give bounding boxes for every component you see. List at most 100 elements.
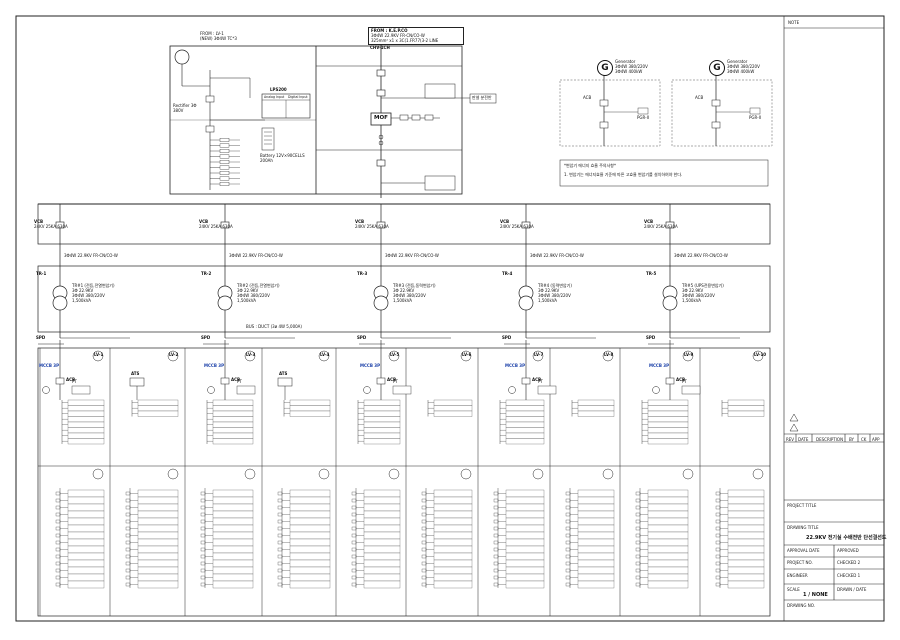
transformer-secondary-1: [52, 295, 68, 311]
notice-body: 1. 변압기는 에너지효율 기준에 따른 고효율 변압기를 설치하여야 한다.: [564, 172, 683, 177]
acb-label-2: ACB: [231, 377, 241, 382]
mccb-label-3: MCCB 3P: [360, 363, 381, 368]
transformer-secondary-5: [662, 295, 678, 311]
generator-2-acb: ACB: [695, 95, 704, 100]
lv-frame: [37, 347, 771, 617]
vcb-2: [220, 221, 230, 229]
transformer-5-spec-3: 1,500kVA: [682, 298, 701, 303]
transformer-1-spec-3: 1,500kVA: [72, 298, 91, 303]
scale-label: SCALE: [787, 587, 800, 592]
vcb-1: [55, 221, 65, 229]
acb-label-4: ACB: [532, 377, 542, 382]
transformer-1-spec-1: 3Φ 22.9KV: [72, 288, 94, 293]
acb-label-5: ACB: [676, 377, 686, 382]
vcb-rating-5: 24KV 25KA 630A: [644, 224, 678, 229]
transformer-1-spec-2: 3Φ4W 380/220V: [72, 293, 105, 298]
lv-tag-circle-lower-5: [388, 468, 400, 480]
transformer-2-spec-0: TR#2 (전등,전열변압기): [237, 283, 280, 288]
meter-label-5: PT: [682, 379, 687, 384]
lv-tag-5: LV-5: [390, 352, 400, 357]
ups-digital-header: Digital Input: [288, 95, 308, 99]
transformer-3-spec-2: 3Φ4W 380/220V: [393, 293, 426, 298]
rev-header-description: DESCRIPTION: [816, 437, 844, 442]
kepco-source-box: FROM : K.E.P.CO 3Φ4W 22.9KV FR-CN/CO-W 3…: [368, 27, 464, 45]
hv-cable-2: 3Φ4W 22.9KV FR-CN/CO-W: [229, 253, 283, 258]
notice-title: *변압기 에너지 효율 주의사항*: [564, 163, 616, 168]
lv-tag-circle-1: [92, 350, 104, 362]
transformer-tag-1: TR-1: [36, 271, 47, 276]
rev-header-date: DATE: [798, 437, 809, 442]
generator-1-voltage: 3Φ4W 380/220V: [615, 64, 648, 69]
panel-label: 판넬 분전반: [472, 95, 492, 100]
approved-label: APPROVED: [837, 548, 859, 553]
lv-tag-circle-6: [460, 350, 472, 362]
lv-tag-circle-3: [244, 350, 256, 362]
lv-tag-circle-lower-3: [244, 468, 256, 480]
lv-tag-circle-lower-1: [92, 468, 104, 480]
vcb-rating-3: 24KV 25KA 630A: [355, 224, 389, 229]
meter-label-2: PT: [237, 379, 242, 384]
lv-tag-circle-9: [682, 350, 694, 362]
lv-tag-circle-8: [602, 350, 614, 362]
ats-label-1: ATS: [131, 371, 140, 376]
vcb-3: [376, 221, 386, 229]
ats-label-2: ATS: [279, 371, 288, 376]
lv-tag-circle-lower-7: [532, 468, 544, 480]
lv-tag-3: LV-3: [246, 352, 256, 357]
mccb-label-5: MCCB 3P: [649, 363, 670, 368]
rev-header-rev: REV: [786, 437, 795, 442]
from-lv1: FROM : LV-1: [200, 31, 224, 36]
transformer-tag-3: TR-3: [357, 271, 368, 276]
generator-2-pgr: PGR-II: [749, 115, 761, 120]
transformer-4-spec-0: TR#4 (동력변압기): [538, 283, 572, 288]
spd-label-1: SPD: [36, 335, 46, 340]
lv-tag-7: LV-7: [534, 352, 544, 357]
generator-1-acb: ACB: [583, 95, 592, 100]
mccb-label-2: MCCB 3P: [204, 363, 225, 368]
checked2-label: CHECKED 2: [837, 560, 861, 565]
vcb-label-3: VCB: [355, 219, 365, 224]
lv-tag-circle-5: [388, 350, 400, 362]
generator-2-frame: [671, 79, 773, 147]
generator-1-label: Generator: [615, 59, 636, 64]
vcb-label-5: VCB: [644, 219, 654, 224]
drawing-title: 22.9KV 전기실 수배전반 단선결선도: [806, 535, 887, 541]
main-acb-5: [665, 377, 675, 385]
generator-1-capacity: 3Φ4W 400kW: [615, 69, 643, 74]
hv-cable-5: 3Φ4W 22.9KV FR-CN/CO-W: [674, 253, 728, 258]
transformer-tag-2: TR-2: [201, 271, 212, 276]
acb-label-3: ACB: [387, 377, 397, 382]
vcb-5: [665, 221, 675, 229]
from-kepco: FROM : K.E.P.CO: [371, 28, 408, 33]
engineer-label: ENGINEER: [787, 573, 808, 578]
lv-tag-circle-lower-2: [167, 468, 179, 480]
lv-tag-circle-lower-9: [682, 468, 694, 480]
project-title-label: PROJECT TITLE: [787, 503, 817, 508]
vcb-rating-4: 24KV 25KA 630A: [500, 224, 534, 229]
hv-cable-3: 3Φ4W 22.9KV FR-CN/CO-W: [385, 253, 439, 258]
transformer-5-spec-2: 3Φ4W 380/220V: [682, 293, 715, 298]
spd-label-4: SPD: [502, 335, 512, 340]
vcb-label-1: VCB: [34, 219, 44, 224]
main-acb-3: [376, 377, 386, 385]
chv-label: CHV-1CH: [370, 45, 390, 50]
transformer-3-spec-3: 1,500kVA: [393, 298, 412, 303]
battery-label: Battery 12V×90CELLS 200Ah: [260, 153, 305, 163]
lv-tag-2: LV-2: [169, 352, 179, 357]
generator-2-label: Generator: [727, 59, 748, 64]
mof-box: [370, 112, 392, 126]
lv-tag-circle-10: [752, 350, 764, 362]
transformer-secondary-2: [217, 295, 233, 311]
scale-value: 1 / NONE: [803, 592, 828, 598]
meter-label-4: PT: [538, 379, 543, 384]
transformer-secondary-4: [518, 295, 534, 311]
transformer-3-spec-1: 3Φ 22.9KV: [393, 288, 415, 293]
ats-1: [129, 377, 145, 387]
drawing-title-label: DRAWING TITLE: [787, 525, 819, 530]
rev-header-by: BY: [849, 437, 854, 442]
transformer-2-spec-2: 3Φ4W 380/220V: [237, 293, 270, 298]
lv-tag-circle-lower-6: [460, 468, 472, 480]
notice-box: [559, 159, 769, 187]
